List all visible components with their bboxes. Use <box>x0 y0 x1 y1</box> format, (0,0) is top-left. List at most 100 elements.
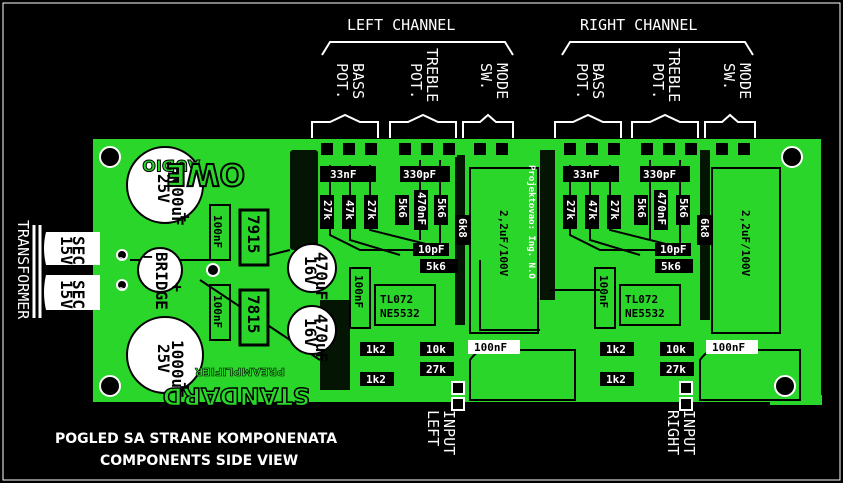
board-subtitle: PREAMPLIFIER <box>194 365 285 378</box>
caption-line2: COMPONENTS SIDE VIEW <box>100 453 298 469</box>
svg-text:SW.: SW. <box>720 63 738 90</box>
svg-text:470nF: 470nF <box>415 192 428 225</box>
svg-text:AUDIO: AUDIO <box>142 156 200 175</box>
svg-text:POT.: POT. <box>573 63 591 99</box>
svg-text:1k2: 1k2 <box>606 373 626 386</box>
svg-text:27k: 27k <box>564 200 577 220</box>
svg-text:MODE: MODE <box>493 63 511 99</box>
svg-text:5k6: 5k6 <box>661 260 681 273</box>
transformer-label: TRANSFORMER <box>14 220 32 320</box>
svg-text:2,2uF/100V: 2,2uF/100V <box>739 210 752 277</box>
svg-text:−: − <box>143 247 153 266</box>
right-channel-components: 33nF 330pF 27k 47k 27k 5k6 470nF 5k6 6k8… <box>563 166 781 386</box>
svg-text:33nF: 33nF <box>573 168 600 181</box>
owe-logo: AUDIO OWE <box>142 155 246 192</box>
svg-text:25V: 25V <box>154 344 173 373</box>
svg-text:100nF: 100nF <box>597 275 610 308</box>
svg-text:6k8: 6k8 <box>456 218 469 238</box>
svg-text:100nF: 100nF <box>712 341 745 354</box>
svg-text:NE5532: NE5532 <box>380 307 420 320</box>
svg-text:16V: 16V <box>301 256 320 285</box>
board-title: STANDARD <box>163 382 310 410</box>
sec-top-line2: 15V <box>57 236 76 265</box>
svg-text:25V: 25V <box>154 174 173 203</box>
svg-text:10pF: 10pF <box>660 243 687 256</box>
svg-text:SW.: SW. <box>477 63 495 90</box>
svg-text:5k6: 5k6 <box>677 198 690 218</box>
svg-text:NE5532: NE5532 <box>625 307 665 320</box>
svg-text:27k: 27k <box>666 363 686 376</box>
sec-bot-line2: 15V <box>57 280 76 309</box>
input-right-line1: INPUT <box>680 410 698 455</box>
svg-text:1000uF: 1000uF <box>168 168 187 226</box>
svg-text:16V: 16V <box>301 318 320 347</box>
svg-text:27k: 27k <box>608 200 621 220</box>
svg-text:33nF: 33nF <box>330 168 357 181</box>
svg-text:TREBLE: TREBLE <box>665 48 683 102</box>
caption-line1: POGLED SA STRANE KOMPONENATA <box>55 431 337 447</box>
svg-text:10pF: 10pF <box>418 243 445 256</box>
reg-7815: 7815 <box>238 288 270 347</box>
left-channel-components: 33nF 330pF 27k 47k 27k 5k6 470nF 5k6 6k8… <box>320 166 539 386</box>
svg-text:7815: 7815 <box>244 295 263 334</box>
svg-text:5k6: 5k6 <box>635 198 648 218</box>
reg-7915: 7915 <box>238 208 270 267</box>
svg-text:470uF: 470uF <box>312 314 331 362</box>
svg-text:5k6: 5k6 <box>396 198 409 218</box>
svg-text:27k: 27k <box>365 200 378 220</box>
svg-text:100nF: 100nF <box>352 275 365 308</box>
svg-text:470uF: 470uF <box>312 252 331 300</box>
svg-text:10k: 10k <box>426 343 446 356</box>
bridge-rectifier: BRIDGE − + ~ ~ <box>118 247 220 310</box>
svg-text:100nF: 100nF <box>474 341 507 354</box>
svg-text:TL072: TL072 <box>380 293 413 306</box>
svg-text:~: ~ <box>118 279 127 297</box>
svg-text:+: + <box>172 277 182 296</box>
cap-470uF-2: 470uF 16V <box>287 305 337 362</box>
svg-text:5k6: 5k6 <box>426 260 446 273</box>
svg-text:47k: 47k <box>343 200 356 220</box>
svg-text:100nF: 100nF <box>211 215 224 248</box>
transformer-symbol: TRANSFORMER <box>14 220 42 320</box>
left-brace <box>321 41 514 56</box>
svg-text:OWE: OWE <box>166 156 245 191</box>
svg-text:10k: 10k <box>666 343 686 356</box>
svg-text:100nF: 100nF <box>211 295 224 328</box>
svg-text:7915: 7915 <box>244 215 263 254</box>
svg-text:5k6: 5k6 <box>435 198 448 218</box>
sec-top-line1: SEC. <box>69 236 88 275</box>
svg-text:1k2: 1k2 <box>606 343 626 356</box>
svg-text:TL072: TL072 <box>625 293 658 306</box>
right-channel-title: RIGHT CHANNEL <box>580 16 697 34</box>
svg-text:+: + <box>180 377 190 396</box>
svg-text:POT.: POT. <box>333 63 351 99</box>
svg-text:~: ~ <box>118 249 127 267</box>
right-brace <box>561 41 754 56</box>
left-pot-labels: BASS POT. TREBLE POT. MODE SW. <box>333 48 511 102</box>
input-left-line1: INPUT <box>440 410 458 455</box>
cap-470uF-1: 470uF 16V <box>287 243 337 300</box>
right-pot-labels: BASS POT. TREBLE POT. MODE SW. <box>573 48 754 102</box>
svg-text:POT.: POT. <box>649 63 667 99</box>
svg-text:330pF: 330pF <box>403 168 436 181</box>
svg-text:1k2: 1k2 <box>366 343 386 356</box>
svg-text:27k: 27k <box>321 200 334 220</box>
svg-text:+: + <box>180 207 190 226</box>
svg-text:2,2uF/100V: 2,2uF/100V <box>497 210 510 277</box>
svg-text:27k: 27k <box>426 363 446 376</box>
svg-text:BASS: BASS <box>349 63 367 99</box>
svg-text:MODE: MODE <box>736 63 754 99</box>
svg-text:330pF: 330pF <box>643 168 676 181</box>
input-left-line2: LEFT <box>424 410 442 446</box>
svg-text:47k: 47k <box>586 200 599 220</box>
cap-1000uF-top: 1000uF 25V + <box>126 146 204 226</box>
designer-note: Projektovao: Ing. N.O <box>526 165 537 279</box>
svg-text:6k8: 6k8 <box>698 218 711 238</box>
svg-text:1k2: 1k2 <box>366 373 386 386</box>
svg-text:TREBLE: TREBLE <box>423 48 441 102</box>
svg-text:470nF: 470nF <box>655 192 668 225</box>
cap-1000uF-bottom: 1000uF 25V + <box>126 316 204 398</box>
